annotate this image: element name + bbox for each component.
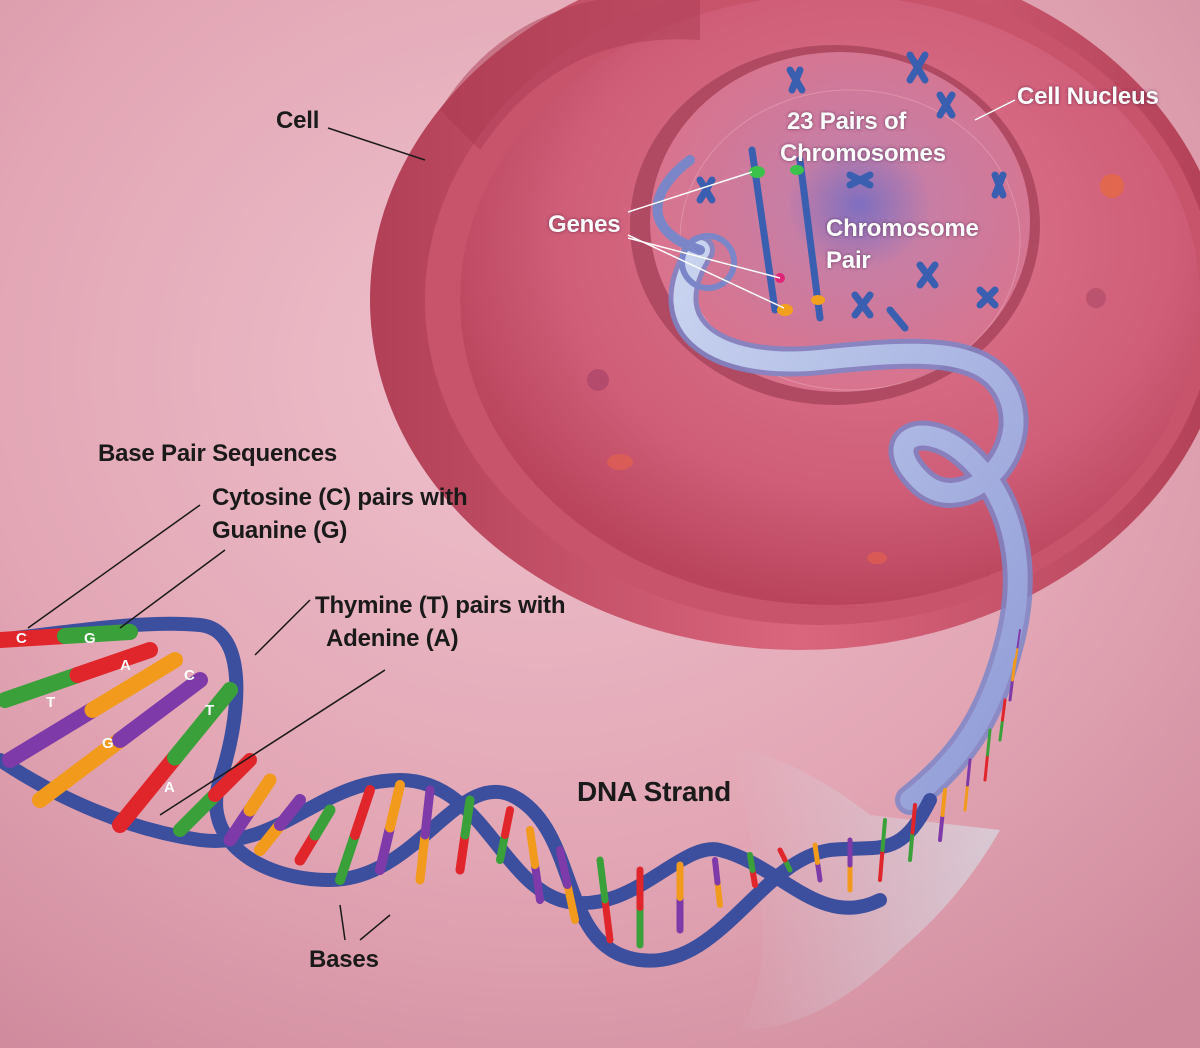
cell-nucleus — [630, 45, 1040, 405]
base-letter: G — [102, 735, 114, 752]
base-pair-segment-a — [714, 879, 723, 908]
base-pair-segment-b — [910, 803, 917, 835]
base-letter: A — [120, 657, 131, 674]
base-pair-segment-a — [908, 830, 915, 862]
base-pair-segment-b — [747, 852, 756, 873]
base-pair-segment-b — [812, 842, 820, 865]
base-pair-segment-b — [350, 785, 375, 840]
base-pair-segment-b — [1016, 629, 1021, 649]
base-pair-segment-b — [940, 788, 947, 817]
label-chromosomes: Chromosomes — [780, 140, 946, 167]
base-pair-segment-b — [69, 642, 158, 683]
base-pair-segment-a — [878, 848, 885, 882]
base-pair-segment-a — [563, 881, 579, 924]
base-pair-segment-a — [455, 830, 470, 875]
base-pair-segment-b — [420, 785, 435, 840]
base-pair-segment-a — [2, 702, 101, 768]
base-pair-segment-b — [526, 826, 539, 869]
base-pair-segment-b — [167, 682, 238, 766]
label-cell: Cell — [276, 107, 320, 134]
label-cell-nucleus: Cell Nucleus — [1017, 83, 1159, 110]
base-pair-segment-a — [32, 732, 128, 808]
base-letter: T — [46, 694, 55, 711]
base-pair-segment-b — [777, 847, 788, 863]
base-pair-segment-a — [815, 860, 823, 883]
base-pair-segment-a — [1014, 646, 1019, 666]
base-pair-segment-b — [880, 818, 887, 852]
label-thymine-pairs-with: Thymine (T) pairs with — [315, 592, 566, 619]
dna-veil — [730, 745, 1000, 1030]
base-letter: C — [184, 667, 195, 684]
base-pair-segment-a — [0, 628, 73, 648]
dna-coil-tube — [652, 155, 1033, 815]
label-dna-strand: DNA Strand — [577, 776, 732, 807]
base-pair-segment-a — [531, 861, 544, 904]
label-bases: Bases — [309, 946, 379, 973]
base-pair-segment-b — [556, 846, 572, 889]
base-letter: C — [16, 630, 27, 647]
base-pair-segment-b — [84, 652, 183, 718]
base-letter: A — [164, 779, 175, 796]
base-pair-segment-b — [57, 624, 138, 644]
base-pair-segment-a — [496, 831, 509, 864]
label-cytosine-pairs-with: Cytosine (C) pairs with — [212, 484, 468, 511]
base-pair-segment-a — [998, 718, 1004, 742]
base-pair-segment-a — [415, 830, 430, 885]
base-pair-segment-b — [460, 795, 475, 840]
label-guanine: Guanine (G) — [212, 517, 348, 544]
base-pair-segment-b — [274, 794, 306, 831]
base-pair-segment-a — [0, 667, 86, 708]
base-pair-segment-b — [712, 857, 721, 886]
label-adenine: Adenine (A) — [326, 625, 459, 652]
base-pair-segment-b — [112, 672, 208, 748]
base-pair-segment-b — [986, 728, 992, 757]
base-pair-segment-a — [983, 753, 989, 782]
label-genes: Genes — [548, 211, 621, 238]
base-pair-segment-a — [375, 822, 395, 875]
base-pair-segment-a — [112, 749, 183, 833]
dna-base-pairs — [0, 624, 1021, 949]
base-pair-segment-a — [938, 813, 945, 842]
base-pair-segment-a — [173, 788, 222, 837]
base-pair-segment-b — [501, 806, 514, 839]
base-pair-segment-a — [963, 783, 969, 812]
label-pair: Pair — [826, 247, 871, 274]
base-letters: C G A C T T G A — [16, 630, 214, 796]
base-pair-segment-b — [966, 758, 972, 787]
base-pair-segment-b — [1001, 698, 1007, 722]
base-pair-segment-a — [335, 830, 360, 885]
base-pair-segment-b — [208, 753, 257, 802]
label-chromosome: Chromosome — [826, 215, 979, 242]
leader-lines — [27, 99, 1016, 941]
base-pair-segment-b — [385, 780, 405, 833]
base-pair-segment-b — [309, 804, 336, 841]
base-pair-segment-a — [1008, 678, 1014, 702]
base-pair-segment-b — [596, 856, 609, 904]
label-23-pairs-of: 23 Pairs of — [787, 108, 907, 135]
label-base-pair-sequences: Base Pair Sequences — [98, 440, 338, 467]
base-pair-segment-a — [601, 896, 614, 944]
base-letter: T — [205, 702, 214, 719]
base-pair-segment-b — [243, 773, 277, 817]
base-letter: G — [84, 630, 96, 647]
